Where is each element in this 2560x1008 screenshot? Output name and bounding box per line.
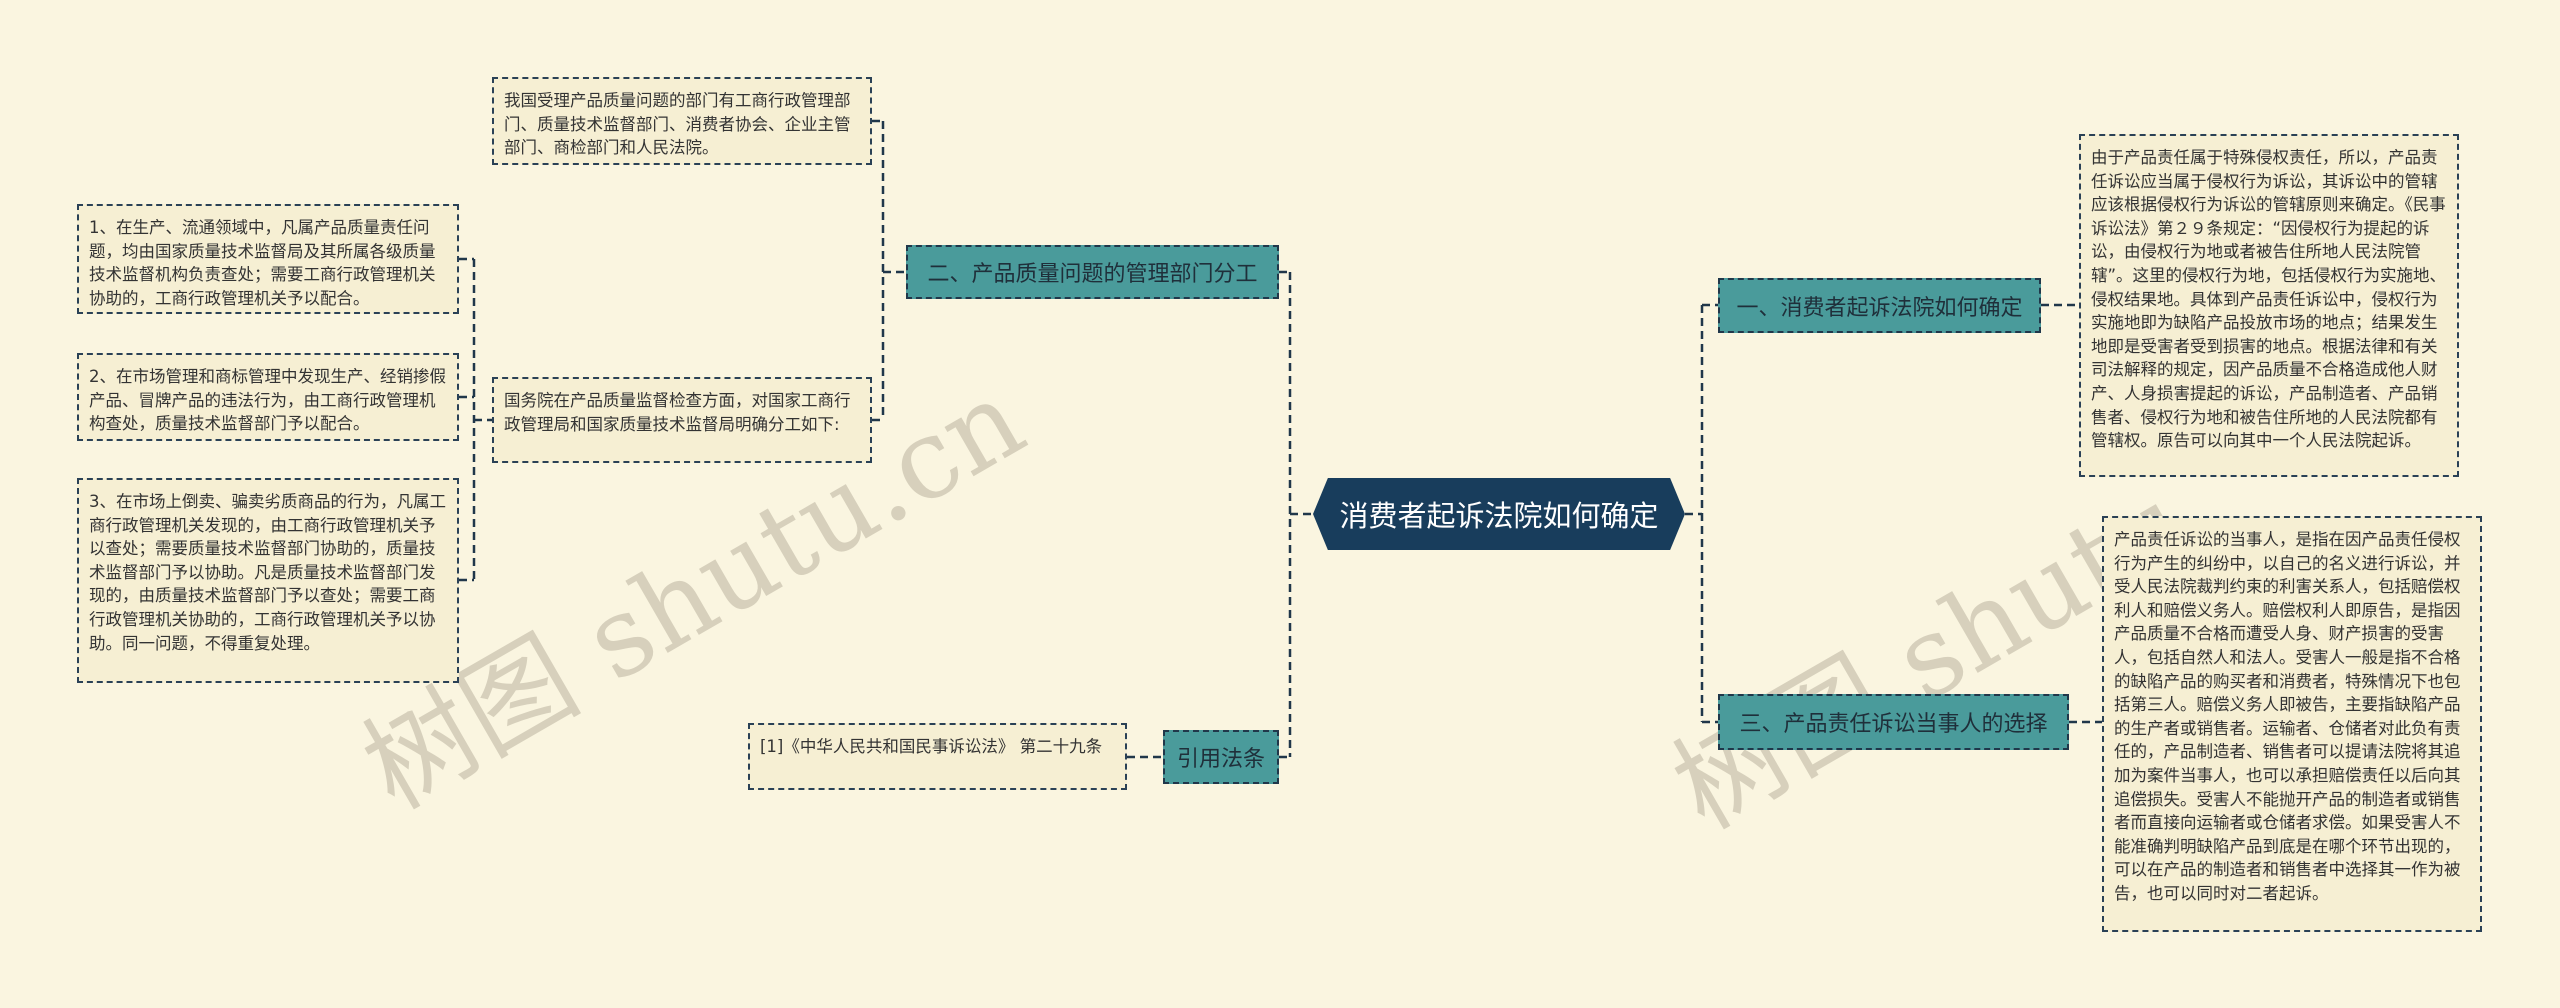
branch-references[interactable]: 引用法条	[1163, 730, 1279, 784]
branch-label: 三、产品责任诉讼当事人的选择	[1739, 712, 2048, 737]
branch-management-division[interactable]: 二、产品质量问题的管理部门分工	[906, 245, 1279, 299]
leaf-text: 国务院在产品质量监督检查方面，对国家工商行政管理局和国家质量技术监督局明确分工如…	[504, 391, 851, 434]
leaf-parties[interactable]: 产品责任诉讼的当事人，是指在因产品责任侵权行为产生的纠纷中，以自己的名义进行诉讼…	[2102, 516, 2482, 932]
leaf-text: 我国受理产品质量问题的部门有工商行政管理部门、质量技术监督部门、消费者协会、企业…	[504, 91, 851, 158]
central-topic-label: 消费者起诉法院如何确定	[1339, 499, 1659, 533]
leaf-text: [1]《中华人民共和国民事诉讼法》 第二十九条	[760, 737, 1103, 756]
branch-label: 二、产品质量问题的管理部门分工	[927, 262, 1258, 287]
branch-label: 引用法条	[1176, 747, 1265, 772]
branch-label: 一、消费者起诉法院如何确定	[1736, 295, 2023, 321]
leaf-departments[interactable]: 我国受理产品质量问题的部门有工商行政管理部门、质量技术监督部门、消费者协会、企业…	[492, 77, 872, 165]
leaf-jurisdiction[interactable]: 由于产品责任属于特殊侵权责任，所以，产品责任诉讼应当属于侵权行为诉讼，其诉讼中的…	[2079, 134, 2459, 477]
leaf-text: 产品责任诉讼的当事人，是指在因产品责任侵权行为产生的纠纷中，以自己的名义进行诉讼…	[2114, 530, 2461, 903]
leaf-item-2[interactable]: 2、在市场管理和商标管理中发现生产、经销掺假产品、冒牌产品的违法行为，由工商行政…	[77, 353, 459, 441]
leaf-item-3[interactable]: 3、在市场上倒卖、骗卖劣质商品的行为，凡属工商行政管理机关发现的，由工商行政管理…	[77, 478, 459, 683]
branch-parties-selection[interactable]: 三、产品责任诉讼当事人的选择	[1718, 694, 2069, 750]
leaf-text: 3、在市场上倒卖、骗卖劣质商品的行为，凡属工商行政管理机关发现的，由工商行政管理…	[89, 492, 446, 653]
leaf-text: 2、在市场管理和商标管理中发现生产、经销掺假产品、冒牌产品的违法行为，由工商行政…	[89, 367, 446, 434]
leaf-reference[interactable]: [1]《中华人民共和国民事诉讼法》 第二十九条	[748, 723, 1127, 790]
leaf-text: 1、在生产、流通领域中，凡属产品质量责任问题，均由国家质量技术监督局及其所属各级…	[89, 218, 436, 308]
leaf-item-1[interactable]: 1、在生产、流通领域中，凡属产品质量责任问题，均由国家质量技术监督局及其所属各级…	[77, 204, 459, 314]
branch-court-determination[interactable]: 一、消费者起诉法院如何确定	[1718, 278, 2041, 333]
leaf-text: 由于产品责任属于特殊侵权责任，所以，产品责任诉讼应当属于侵权行为诉讼，其诉讼中的…	[2091, 148, 2447, 451]
leaf-state-council[interactable]: 国务院在产品质量监督检查方面，对国家工商行政管理局和国家质量技术监督局明确分工如…	[492, 377, 872, 463]
central-topic[interactable]: 消费者起诉法院如何确定	[1313, 478, 1685, 550]
